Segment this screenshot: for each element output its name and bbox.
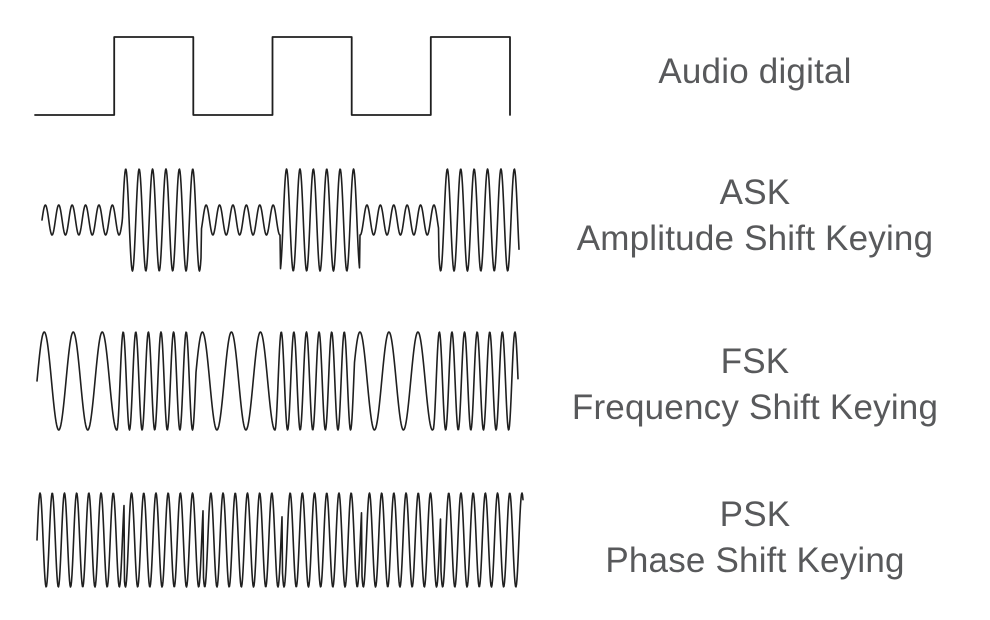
psk-full-name: Phase Shift Keying bbox=[605, 541, 905, 580]
label-psk: PSK Phase Shift Keying bbox=[545, 492, 965, 584]
label-fsk: FSK Frequency Shift Keying bbox=[545, 339, 965, 431]
psk-abbreviation: PSK bbox=[719, 495, 791, 534]
digital-square-waveform bbox=[34, 36, 511, 116]
fsk-full-name: Frequency Shift Keying bbox=[571, 388, 939, 427]
psk-waveform bbox=[36, 492, 524, 588]
fsk-abbreviation: FSK bbox=[720, 342, 790, 381]
label-column: Audio digital ASK Amplitude Shift Keying… bbox=[545, 0, 965, 620]
ask-abbreviation: ASK bbox=[719, 173, 791, 212]
label-audio-digital: Audio digital bbox=[545, 49, 965, 95]
audio-digital-title: Audio digital bbox=[658, 52, 852, 91]
label-ask: ASK Amplitude Shift Keying bbox=[545, 170, 965, 262]
fsk-waveform bbox=[36, 331, 519, 431]
ask-waveform bbox=[41, 168, 520, 272]
ask-full-name: Amplitude Shift Keying bbox=[576, 219, 934, 258]
